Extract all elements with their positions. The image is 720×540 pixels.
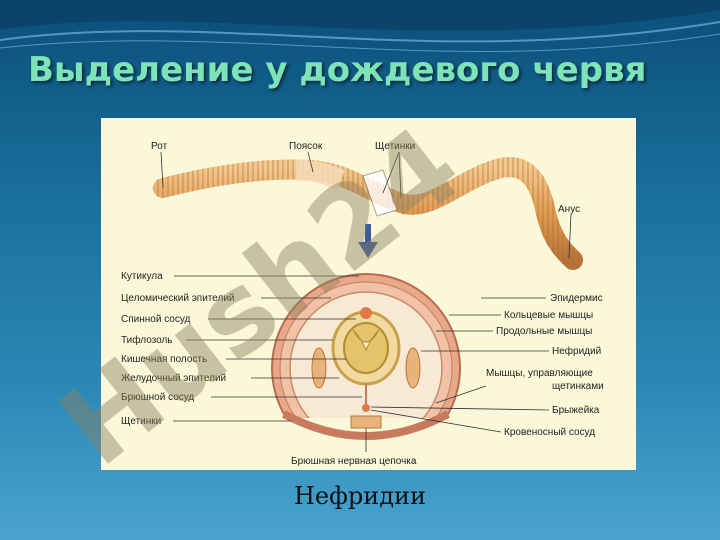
- label-setae-top: Щетинки: [375, 141, 415, 152]
- label-right-2: Продольные мышцы: [496, 326, 592, 337]
- label-left-1: Целомический эпителий: [121, 293, 235, 304]
- girdle-band: [295, 159, 345, 190]
- slide-caption: Нефридии: [293, 482, 427, 510]
- label-right-3: Нефридий: [552, 345, 601, 357]
- label-left-2: Спинной сосуд: [121, 314, 191, 325]
- diagram-graphic: Рот Поясок Щетинки Анус Кутикула Целомич…: [121, 141, 604, 470]
- worm-body: [153, 157, 583, 270]
- label-left-6: Брюшной сосуд: [121, 392, 194, 403]
- label-right-4: Мышцы, управляющие: [486, 368, 593, 379]
- label-right-5: щетинками: [552, 381, 604, 392]
- label-right-7: Кровеносный сосуд: [504, 427, 595, 438]
- decorative-swoosh: [0, 0, 720, 52]
- label-anus: Анус: [558, 204, 580, 215]
- worm-pointers: [160, 151, 572, 259]
- label-girdle: Поясок: [289, 141, 323, 152]
- label-right-0: Эпидермис: [550, 293, 603, 304]
- label-left-4: Кишечная полость: [121, 354, 207, 365]
- down-arrow-icon: [358, 224, 378, 258]
- label-left-0: Кутикула: [121, 271, 163, 282]
- earthworm-diagram: Рот Поясок Щетинки Анус Кутикула Целомич…: [101, 118, 636, 470]
- slide-title: Выделение у дождевого червя: [28, 50, 647, 90]
- section-pointers: [173, 275, 550, 452]
- label-right-1: Кольцевые мышцы: [504, 310, 593, 321]
- section-cut: [362, 169, 398, 217]
- label-nerve-cord: Брюшная нервная цепочка: [291, 456, 417, 467]
- label-left-3: Тифлозоль: [121, 334, 173, 346]
- label-left-5: Желудочный эпителий: [121, 373, 226, 384]
- label-right-6: Брыжейка: [552, 405, 600, 416]
- label-left-7: Щетинки: [121, 416, 161, 427]
- label-mouth: Рот: [151, 141, 168, 152]
